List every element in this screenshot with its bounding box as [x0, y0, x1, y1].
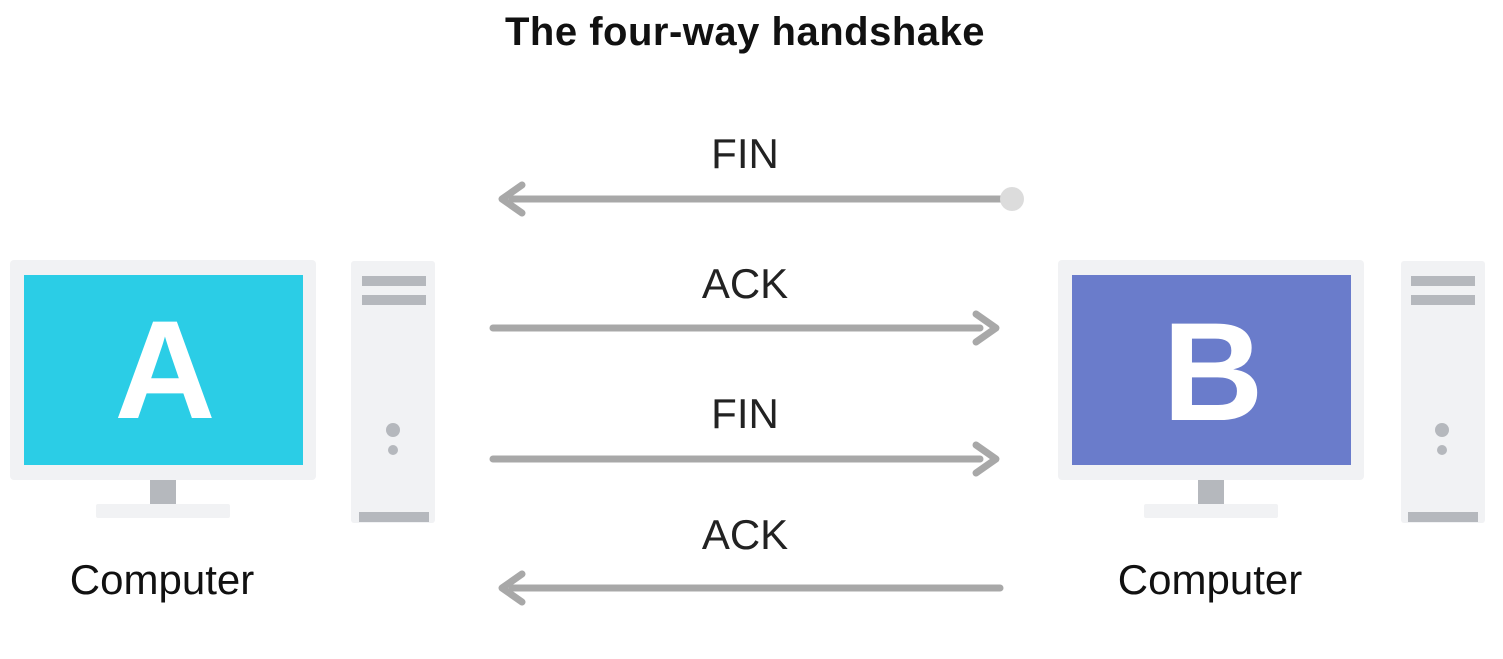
arrow-1 — [498, 181, 1024, 217]
message-label-3: FIN — [711, 390, 779, 437]
tower-a — [351, 261, 435, 523]
monitor-screen-a — [24, 275, 303, 465]
message-1: FIN — [498, 130, 1024, 217]
arrow-head — [972, 441, 1000, 477]
arrow-head — [498, 181, 526, 217]
monitor-neck-a — [150, 480, 176, 504]
computer-label-a: Computer — [70, 556, 254, 603]
message-4: ACK — [498, 511, 1004, 606]
computer-b: B Computer — [1058, 260, 1485, 603]
arrow-4 — [498, 570, 1004, 606]
message-label-4: ACK — [702, 511, 788, 558]
computer-label-b: Computer — [1118, 556, 1302, 603]
arrow-head — [498, 570, 526, 606]
arrow-origin-dot — [1000, 187, 1024, 211]
message-label-2: ACK — [702, 260, 788, 307]
message-3: FIN — [489, 390, 1000, 477]
message-2: ACK — [489, 260, 1000, 346]
tower-b — [1401, 261, 1485, 523]
screen-letter-a: A — [114, 291, 215, 448]
arrow-2 — [489, 310, 1000, 346]
computer-a: A Computer — [10, 260, 435, 603]
diagram-title: The four-way handshake — [505, 10, 985, 54]
monitor-screen-b — [1072, 275, 1351, 465]
monitor-base-b — [1144, 504, 1278, 518]
arrow-3 — [489, 441, 1000, 477]
message-label-1: FIN — [711, 130, 779, 177]
arrow-head — [972, 310, 1000, 346]
monitor-neck-b — [1198, 480, 1224, 504]
monitor-base-a — [96, 504, 230, 518]
screen-letter-b: B — [1162, 293, 1263, 450]
